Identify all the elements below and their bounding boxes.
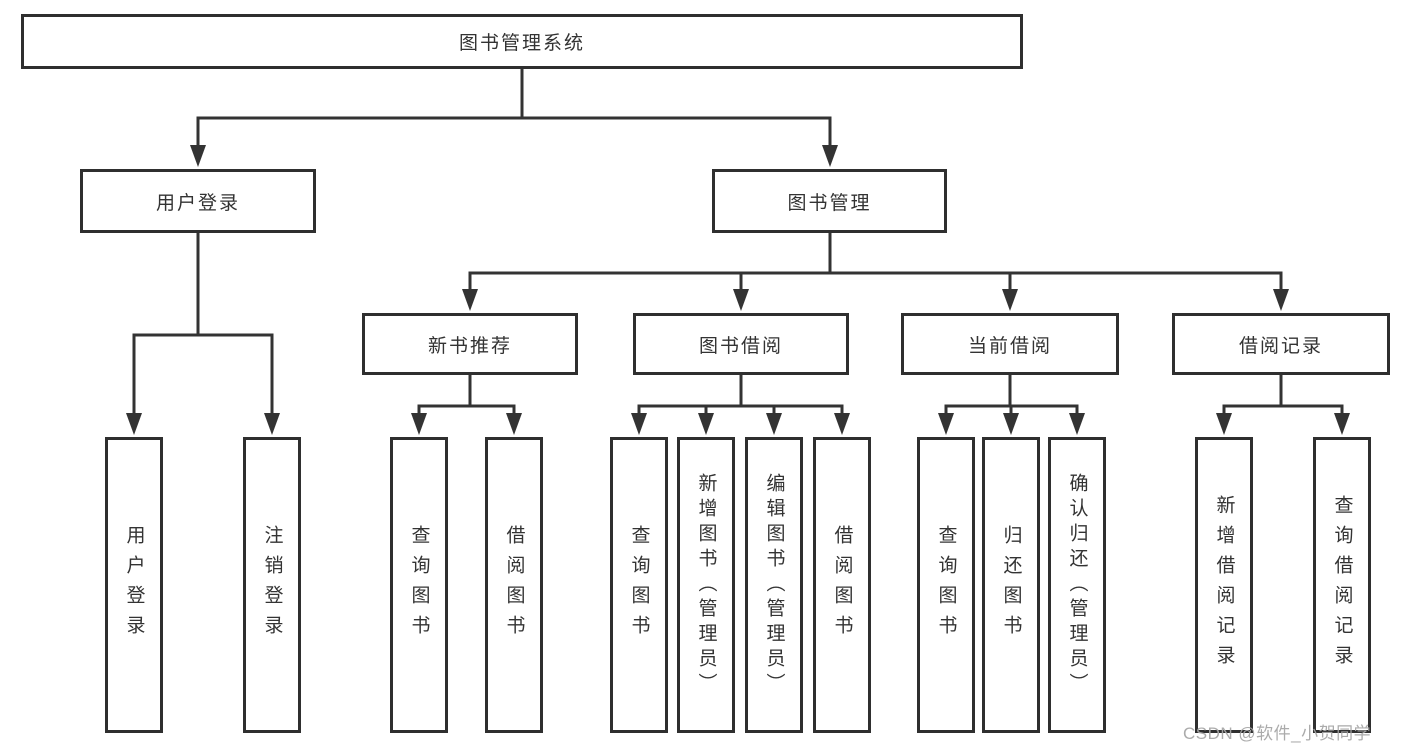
csdn-watermark: CSDN @软件_小贺同学 (1183, 724, 1372, 743)
connector-records-to-leaves (1216, 373, 1350, 435)
node-leaf-confirm-return-admin: 确认归还（管理员） (1048, 437, 1106, 733)
node-leaf-edit-books-admin: 编辑图书（管理员） (745, 437, 803, 733)
leaf-label: 确认归还（管理员） (1066, 472, 1088, 698)
node-leaf-return-books: 归还图书 (982, 437, 1040, 733)
leaf-label: 查询图书 (628, 525, 650, 645)
node-leaf-add-books-admin: 新增图书（管理员） (677, 437, 735, 733)
leaf-label: 新增图书（管理员） (695, 472, 717, 698)
node-leaf-user-login: 用户登录 (105, 437, 163, 733)
connector-login-to-leaves (126, 231, 280, 435)
node-library-management-system: 图书管理系统 (21, 14, 1023, 69)
node-leaf-add-borrow-record: 新增借阅记录 (1195, 437, 1253, 733)
leaf-label: 借阅图书 (503, 525, 525, 645)
leaf-label: 查询借阅记录 (1331, 495, 1353, 675)
node-leaf-query-books-borrowing: 查询图书 (610, 437, 668, 733)
connector-root-to-level1 (190, 67, 838, 167)
node-user-login: 用户登录 (80, 169, 316, 233)
connector-newbook-to-leaves (411, 373, 522, 435)
leaf-label: 新增借阅记录 (1213, 495, 1235, 675)
node-leaf-query-borrow-record: 查询借阅记录 (1313, 437, 1371, 733)
node-leaf-query-books-current: 查询图书 (917, 437, 975, 733)
leaf-label: 用户登录 (123, 525, 145, 645)
node-book-borrowing: 图书借阅 (633, 313, 849, 375)
node-current-borrowing: 当前借阅 (901, 313, 1119, 375)
node-borrowing-records: 借阅记录 (1172, 313, 1390, 375)
leaf-label: 查询图书 (408, 525, 430, 645)
node-book-management: 图书管理 (712, 169, 947, 233)
connector-current-to-leaves (938, 373, 1085, 435)
leaf-label: 编辑图书（管理员） (763, 472, 785, 698)
connector-borrowing-to-leaves (631, 373, 850, 435)
node-leaf-logout: 注销登录 (243, 437, 301, 733)
connector-mgmt-to-level2 (462, 231, 1289, 311)
node-leaf-query-books-recommend: 查询图书 (390, 437, 448, 733)
node-leaf-borrow-books-borrowing: 借阅图书 (813, 437, 871, 733)
node-new-book-recommend: 新书推荐 (362, 313, 578, 375)
node-leaf-borrow-books-recommend: 借阅图书 (485, 437, 543, 733)
leaf-label: 注销登录 (261, 525, 283, 645)
leaf-label: 归还图书 (1000, 525, 1022, 645)
leaf-label: 查询图书 (935, 525, 957, 645)
leaf-label: 借阅图书 (831, 525, 853, 645)
